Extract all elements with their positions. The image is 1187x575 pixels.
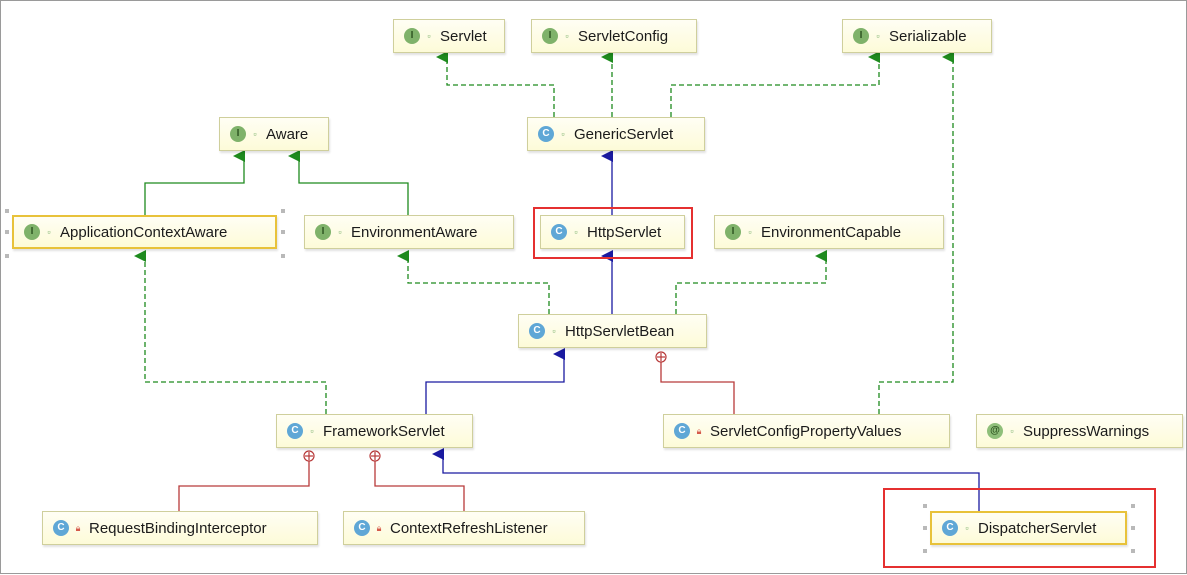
private-visibility-icon: 🔒︎ — [376, 522, 382, 533]
interface-icon: I — [315, 224, 331, 240]
public-visibility-icon: ▫ — [561, 129, 565, 139]
edge-contextrefreshlistener-frameworkservlet — [374, 461, 465, 511]
edge-genericservlet-servlet — [436, 51, 555, 117]
selection-handle[interactable] — [1131, 526, 1135, 530]
selection-handle[interactable] — [923, 549, 927, 553]
public-visibility-icon: ▫ — [427, 31, 431, 41]
node-genericservlet[interactable]: C ▫ GenericServlet — [527, 117, 705, 151]
node-httpservlet[interactable]: C ▫ HttpServlet — [540, 215, 685, 249]
edge-environmentaware-aware — [288, 150, 409, 215]
class-icon: C — [53, 520, 69, 536]
interface-icon: I — [853, 28, 869, 44]
edge-servletconfigpropertyvalues-serializable — [878, 51, 954, 414]
node-label: Servlet — [440, 27, 487, 45]
selection-handle[interactable] — [281, 230, 285, 234]
edge-requestbindinginterceptor-frameworkservlet — [178, 461, 310, 511]
public-visibility-icon: ▫ — [876, 31, 880, 41]
class-icon: C — [538, 126, 554, 142]
inner-class-marker — [655, 351, 667, 363]
node-label: Serializable — [889, 27, 967, 45]
edge-dispatcherservlet-frameworkservlet — [432, 448, 980, 511]
interface-icon: I — [725, 224, 741, 240]
node-contextrefreshlistener[interactable]: C 🔒︎ ContextRefreshListener — [343, 511, 585, 545]
node-servletconfig[interactable]: I ▫ ServletConfig — [531, 19, 697, 53]
node-label: SuppressWarnings — [1023, 422, 1150, 440]
selection-handle[interactable] — [923, 504, 927, 508]
public-visibility-icon: ▫ — [574, 227, 578, 237]
edge-genericservlet-serializable — [670, 51, 880, 117]
edge-frameworkservlet-applicationcontextaware — [134, 250, 327, 414]
public-visibility-icon: ▫ — [965, 523, 969, 533]
node-label: GenericServlet — [574, 125, 674, 143]
selection-handle[interactable] — [5, 230, 9, 234]
selection-handle[interactable] — [923, 526, 927, 530]
edge-servletconfigpropertyvalues-httpservletbean — [660, 362, 735, 414]
interface-icon: I — [404, 28, 420, 44]
node-label: HttpServlet — [587, 223, 662, 241]
highlight-box-dispatcherservlet — [883, 488, 1156, 568]
interface-icon: I — [230, 126, 246, 142]
node-servlet[interactable]: I ▫ Servlet — [393, 19, 505, 53]
public-visibility-icon: ▫ — [338, 227, 342, 237]
class-icon: C — [287, 423, 303, 439]
interface-icon: I — [24, 224, 40, 240]
node-dispatcherservlet[interactable]: C ▫ DispatcherServlet — [930, 511, 1127, 545]
public-visibility-icon: ▫ — [565, 31, 569, 41]
edge-httpservletbean-environmentaware — [397, 250, 550, 314]
node-applicationcontextaware[interactable]: I ▫ ApplicationContextAware — [12, 215, 277, 249]
node-label: ServletConfig — [578, 27, 669, 45]
node-label: ServletConfigPropertyValues — [710, 422, 902, 440]
class-icon: C — [551, 224, 567, 240]
public-visibility-icon: ▫ — [310, 426, 314, 436]
node-label: EnvironmentAware — [351, 223, 478, 241]
public-visibility-icon: ▫ — [748, 227, 752, 237]
node-label: HttpServletBean — [565, 322, 675, 340]
public-visibility-icon: ▫ — [253, 129, 257, 139]
class-icon: C — [529, 323, 545, 339]
highlight-box-httpservlet — [533, 207, 693, 259]
node-label: Aware — [266, 125, 309, 143]
node-serializable[interactable]: I ▫ Serializable — [842, 19, 992, 53]
inner-class-marker — [303, 450, 315, 462]
selection-handle[interactable] — [281, 209, 285, 213]
inner-class-marker — [369, 450, 381, 462]
selection-handle[interactable] — [281, 254, 285, 258]
node-httpservletbean[interactable]: C ▫ HttpServletBean — [518, 314, 707, 348]
public-visibility-icon: ▫ — [47, 227, 51, 237]
selection-handle[interactable] — [1131, 549, 1135, 553]
node-frameworkservlet[interactable]: C ▫ FrameworkServlet — [276, 414, 473, 448]
node-environmentaware[interactable]: I ▫ EnvironmentAware — [304, 215, 514, 249]
node-aware[interactable]: I ▫ Aware — [219, 117, 329, 151]
public-visibility-icon: ▫ — [1010, 426, 1014, 436]
private-visibility-icon: 🔒︎ — [75, 522, 81, 533]
node-environmentcapable[interactable]: I ▫ EnvironmentCapable — [714, 215, 944, 249]
interface-icon: I — [542, 28, 558, 44]
node-label: ApplicationContextAware — [60, 223, 228, 241]
node-requestbindinginterceptor[interactable]: C 🔒︎ RequestBindingInterceptor — [42, 511, 318, 545]
node-label: DispatcherServlet — [978, 519, 1097, 537]
selection-handle[interactable] — [5, 254, 9, 258]
class-icon: C — [354, 520, 370, 536]
class-icon: C — [674, 423, 690, 439]
node-suppresswarnings[interactable]: @ ▫ SuppressWarnings — [976, 414, 1183, 448]
edge-applicationcontextaware-aware — [144, 150, 245, 215]
node-label: FrameworkServlet — [323, 422, 445, 440]
node-label: RequestBindingInterceptor — [89, 519, 267, 537]
annotation-icon: @ — [987, 423, 1003, 439]
edge-httpservletbean-environmentcapable — [675, 250, 827, 314]
class-icon: C — [942, 520, 958, 536]
node-label: ContextRefreshListener — [390, 519, 548, 537]
edge-frameworkservlet-httpservletbean — [425, 348, 565, 414]
node-servletconfigpropertyvalues[interactable]: C 🔒︎ ServletConfigPropertyValues — [663, 414, 950, 448]
public-visibility-icon: ▫ — [552, 326, 556, 336]
node-label: EnvironmentCapable — [761, 223, 902, 241]
selection-handle[interactable] — [1131, 504, 1135, 508]
selection-handle[interactable] — [5, 209, 9, 213]
private-visibility-icon: 🔒︎ — [696, 425, 702, 436]
